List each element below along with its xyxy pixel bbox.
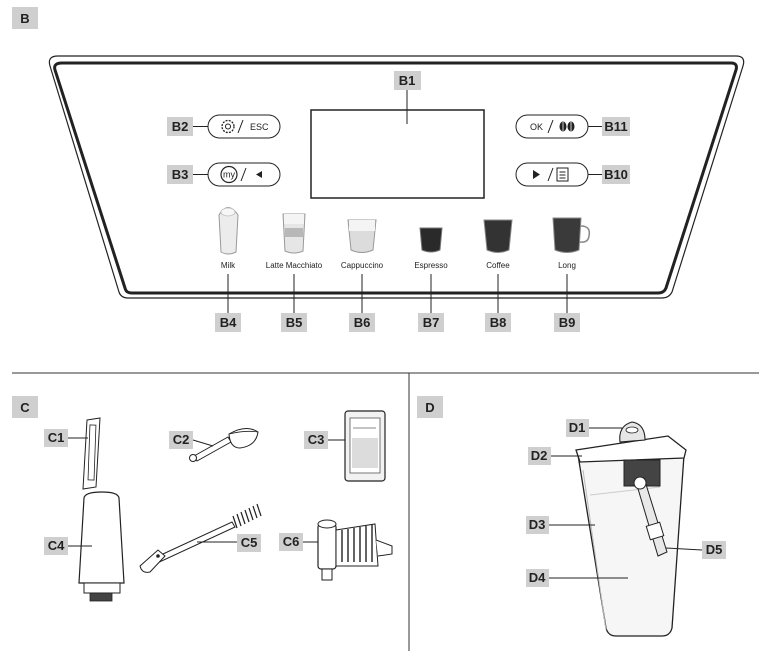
svg-text:B7: B7 [423, 315, 440, 330]
espresso-drink-button[interactable]: Espresso [414, 227, 448, 270]
measuring-scoop-item: C2 [169, 428, 259, 462]
long-mug-icon [552, 217, 582, 253]
svg-text:B10: B10 [604, 167, 628, 182]
section-d-tag: D [417, 396, 443, 418]
svg-text:C6: C6 [283, 534, 300, 549]
test-strip-item: C1 [44, 417, 101, 490]
svg-text:B: B [20, 11, 29, 26]
coffee-glass-icon [483, 219, 513, 253]
svg-text:C: C [20, 400, 30, 415]
water-filter-item: C4 [44, 491, 125, 602]
svg-text:B6: B6 [354, 315, 371, 330]
b3-tag: B3 [167, 165, 193, 184]
coffee-drink-button[interactable]: Coffee [483, 219, 513, 270]
my-label: my [223, 170, 235, 180]
svg-text:B4: B4 [220, 315, 237, 330]
control-panel-outer [48, 55, 745, 299]
long-drink-button[interactable]: Long [552, 217, 591, 270]
latte-macchiato-drink-button[interactable]: Latte Macchiato [266, 213, 323, 270]
menu-list-icon [556, 167, 569, 182]
settings-esc-button[interactable]: ESC [207, 114, 281, 139]
milk-drink-button[interactable]: Milk [218, 207, 239, 271]
svg-text:D5: D5 [706, 542, 723, 557]
svg-text:D2: D2 [531, 448, 548, 463]
svg-text:C1: C1 [48, 430, 65, 445]
svg-text:D1: D1 [569, 420, 586, 435]
svg-text:B8: B8 [490, 315, 507, 330]
b11-tag: B11 [602, 117, 630, 136]
control-panel-inner [53, 61, 738, 295]
drink-label: Coffee [486, 261, 510, 270]
section-c-tag: C [12, 396, 38, 418]
hot-water-spout-item: C6 [279, 519, 393, 581]
ok-beans-button[interactable]: OK [515, 114, 589, 139]
drink-label: Long [558, 261, 576, 270]
svg-text:C2: C2 [173, 432, 190, 447]
descaler-packet-item: C3 [304, 410, 386, 482]
svg-text:C3: C3 [308, 432, 325, 447]
svg-text:B11: B11 [604, 119, 627, 134]
display-screen [310, 109, 485, 199]
espresso-glass-icon [419, 227, 443, 253]
b10-tag: B10 [602, 165, 630, 184]
esc-label: ESC [250, 122, 269, 132]
drink-label: Cappuccino [341, 261, 384, 270]
section-b-tag: B [12, 7, 38, 29]
svg-text:B9: B9 [559, 315, 576, 330]
b2-tag: B2 [167, 117, 193, 136]
cappuccino-drink-button[interactable]: Cappuccino [341, 219, 384, 270]
svg-text:D3: D3 [529, 517, 546, 532]
svg-text:C4: C4 [48, 538, 65, 553]
back-arrow-icon [256, 171, 262, 178]
svg-text:D: D [425, 400, 434, 415]
svg-text:B5: B5 [286, 315, 303, 330]
svg-text:D4: D4 [529, 570, 546, 585]
gear-icon [221, 119, 235, 134]
svg-text:B1: B1 [399, 73, 416, 88]
ok-label: OK [530, 122, 543, 132]
milk-container-item: D1 D2 D3 D4 D5 [526, 419, 726, 637]
drink-tags: B4 B5 B6 B7 B8 B9 [215, 274, 580, 332]
coffee-beans-icon [559, 121, 575, 132]
svg-text:C5: C5 [241, 535, 258, 550]
cleaning-brush-item: C5 [139, 503, 262, 573]
drink-label: Espresso [414, 261, 448, 270]
play-menu-button[interactable] [515, 162, 589, 187]
b1-tag: B1 [394, 71, 421, 90]
play-icon [533, 170, 540, 179]
svg-text:B2: B2 [172, 119, 189, 134]
my-back-button[interactable]: my [207, 162, 281, 187]
drink-label: Milk [221, 261, 236, 270]
svg-text:B3: B3 [172, 167, 189, 182]
drink-label: Latte Macchiato [266, 261, 323, 270]
